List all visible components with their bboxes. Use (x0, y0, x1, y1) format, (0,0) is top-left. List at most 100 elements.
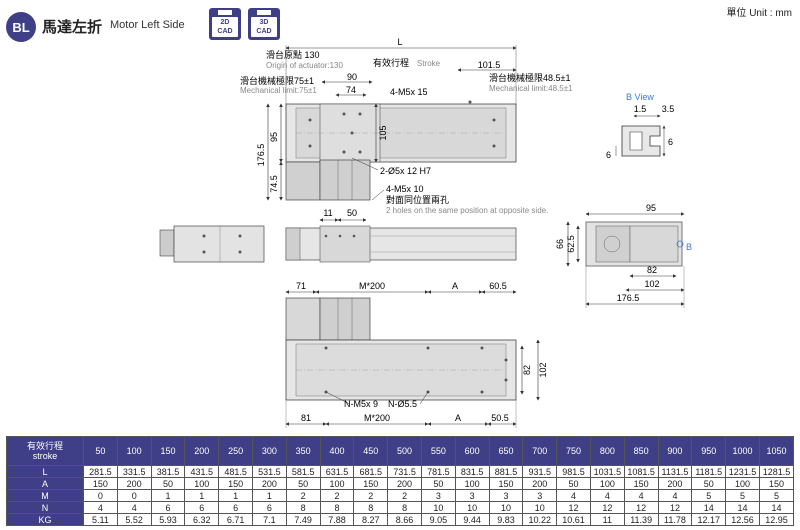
table-cell: 1031.5 (589, 465, 625, 478)
stroke-column-header: 600 (454, 436, 490, 466)
table-cell: 50 (150, 477, 186, 490)
mech-left-en: Mechanical limit:75±1 (240, 86, 317, 95)
dim-95-end: 95 (646, 203, 656, 213)
dim-176-5-end: 176.5 (617, 293, 640, 303)
table-cell: 100 (725, 477, 760, 490)
table-cell: 4 (116, 501, 152, 514)
dim-A-top: A (452, 281, 458, 291)
stroke-en: Stroke (417, 59, 441, 68)
table-cell: 200 (522, 477, 558, 490)
table-cell: 200 (387, 477, 422, 490)
dim-4m5-15: 4-M5x 15 (390, 87, 428, 97)
origin-en: Origin of actuator:130 (266, 61, 343, 70)
table-cell: 14 (691, 501, 727, 514)
table-cell: 11 (589, 513, 625, 526)
table-cell: 50 (285, 477, 321, 490)
table-cell: 331.5 (116, 465, 152, 478)
dim-74: 74 (346, 85, 356, 95)
table-cell: 8 (285, 501, 321, 514)
table-cell: 150 (353, 477, 389, 490)
table-cell: 8 (353, 501, 389, 514)
table-cell: 1 (218, 489, 253, 502)
dim-101-5: 101.5 (478, 60, 501, 70)
dim-m200-bot: M*200 (364, 413, 390, 423)
dim-74-5: 74.5 (269, 175, 279, 193)
table-cell: 431.5 (184, 465, 220, 478)
table-cell: 11.78 (657, 513, 693, 526)
table-cell: 9.44 (454, 513, 490, 526)
dim-L: L (397, 37, 402, 47)
dim-50-5: 50.5 (491, 413, 509, 423)
page-title: 馬達左折 (42, 19, 103, 36)
table-cell: 981.5 (556, 465, 591, 478)
b-view: B View 1.5 3.5 6 6 (606, 92, 674, 160)
table-cell: 531.5 (251, 465, 287, 478)
side-view: 11 50 (159, 208, 517, 263)
table-cell: 931.5 (522, 465, 558, 478)
row-label: A (6, 477, 84, 490)
mech-right-en: Mechanical limit:48.5±1 (489, 84, 573, 93)
dim-3-5: 3.5 (662, 104, 675, 114)
table-cell: 3 (454, 489, 490, 502)
row-label: M (6, 489, 84, 502)
dim-6b: 6 (606, 150, 611, 160)
table-cell: 631.5 (319, 465, 355, 478)
stroke-column-header: 800 (589, 436, 625, 466)
table-cell: 1081.5 (623, 465, 659, 478)
stroke-column-header: 300 (251, 436, 287, 466)
table-cell: 281.5 (83, 465, 118, 478)
stroke-column-header: 350 (285, 436, 321, 466)
bottom-view: 71 M*200 A 60.5 82 102 N-M5x 9 N-Ø5.5 81 (285, 281, 548, 428)
dim-90: 90 (347, 72, 357, 82)
dim-A-bot: A (455, 413, 461, 423)
table-cell: 2 (285, 489, 321, 502)
stroke-column-header: 450 (353, 436, 389, 466)
table-cell: 681.5 (353, 465, 389, 478)
table-cell: 831.5 (454, 465, 490, 478)
holes-en: 2 holes on the same position at opposite… (386, 206, 548, 215)
table-cell: 100 (319, 477, 355, 490)
row-label: KG (6, 513, 84, 526)
page-subtitle: Motor Left Side (110, 19, 185, 31)
stroke-column-header: 550 (420, 436, 456, 466)
stroke-column-header: 500 (387, 436, 422, 466)
table-cell: 6.32 (184, 513, 220, 526)
unit-label: 單位 Unit : mm (726, 8, 792, 19)
table-cell: 2 (353, 489, 389, 502)
table-cell: 5 (725, 489, 760, 502)
table-cell: 150 (218, 477, 253, 490)
table-cell: 11.39 (623, 513, 659, 526)
dim-71: 71 (296, 281, 306, 291)
table-cell: 10.61 (556, 513, 591, 526)
table-cell: 100 (184, 477, 220, 490)
dim-nd5: N-Ø5.5 (388, 399, 417, 409)
stroke-column-header: 1050 (758, 436, 795, 466)
dim-176-5: 176.5 (256, 144, 266, 167)
table-cell: 3 (488, 489, 524, 502)
stroke-column-header: 400 (319, 436, 355, 466)
table-cell: 6 (184, 501, 220, 514)
stroke-column-header: 750 (556, 436, 591, 466)
label-b: B (686, 242, 692, 252)
dim-m200-top: M*200 (359, 281, 385, 291)
table-cell: 4 (83, 501, 118, 514)
row-label: N (6, 501, 84, 514)
origin-cn: 滑台原點 130 (266, 49, 320, 60)
dim-102-bottom: 102 (538, 362, 548, 377)
table-cell: 5.11 (83, 513, 118, 526)
table-cell: 3 (420, 489, 456, 502)
dim-nm5: N-M5x 9 (344, 399, 378, 409)
table-cell: 10 (522, 501, 558, 514)
top-view: L 滑台原點 130 Origin of actuator:130 有效行程 S… (240, 37, 573, 215)
table-cell: 881.5 (488, 465, 524, 478)
technical-drawing: L 滑台原點 130 Origin of actuator:130 有效行程 S… (159, 37, 692, 428)
dim-82-bottom: 82 (522, 365, 532, 375)
table-cell: 50 (420, 477, 456, 490)
end-view: 95 B 66 62.5 82 102 176.5 (555, 203, 692, 308)
